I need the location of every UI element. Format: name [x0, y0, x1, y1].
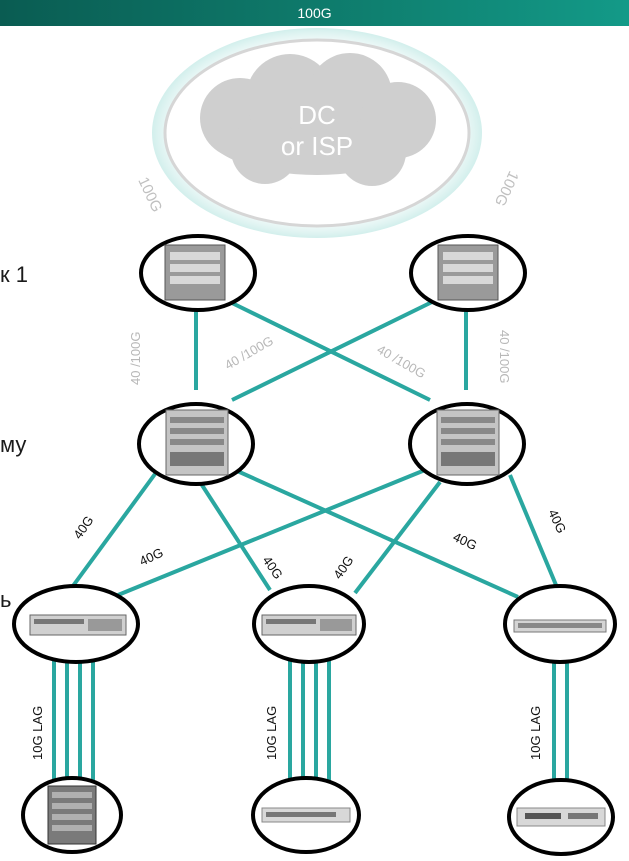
- access-switch-right: [503, 584, 617, 664]
- side-text-line3: ь: [0, 587, 12, 612]
- label-lag-right: 10G LAG: [528, 706, 543, 760]
- label-lag-left: 10G LAG: [30, 706, 45, 760]
- cloud-icon: [200, 53, 436, 186]
- link-dist-right-acc-mid: [353, 480, 442, 595]
- dist-switch-left: [137, 402, 255, 486]
- label-dist-acc-4: 40G: [330, 553, 356, 582]
- edge-switch-mid: [251, 776, 361, 854]
- links: [68, 300, 558, 599]
- label-dist-acc-5: 40G: [451, 529, 480, 553]
- access-switch-left: [12, 584, 140, 664]
- link-core-right-dist-left: [231, 300, 433, 402]
- link-dist-right-acc-left: [117, 468, 426, 597]
- link-dist-right-acc-right: [508, 474, 558, 586]
- cloud-group: [152, 28, 482, 238]
- dist-switch-right: [408, 402, 526, 486]
- label-cloud-right: 100G: [491, 168, 522, 208]
- label-dist-acc-2: 40G: [137, 545, 166, 569]
- devices: [12, 234, 617, 856]
- label-core-right-vertical: 40 /100G: [497, 330, 512, 384]
- link-dist-left-acc-right: [234, 468, 519, 599]
- access-switch-mid: [252, 584, 366, 664]
- label-core-left-vertical: 40 /100G: [128, 332, 143, 386]
- label-dist-acc-1: 40G: [70, 513, 96, 542]
- label-dist-acc-6: 40G: [545, 507, 569, 536]
- label-lag-mid: 10G LAG: [264, 706, 279, 760]
- link-dist-left-acc-left: [68, 472, 157, 592]
- edge-switch-right: [507, 778, 615, 856]
- side-text-line1: к 1: [0, 262, 28, 287]
- edge-switch-left: [21, 776, 123, 854]
- core-switch-left: [139, 234, 257, 312]
- cloud-label-line2: or ISP: [280, 131, 354, 161]
- side-text-line2: му: [0, 432, 27, 457]
- cloud-label: DC or ISP: [262, 100, 372, 162]
- lag-bundles: [52, 660, 569, 786]
- core-switch-right: [409, 234, 527, 312]
- link-dist-left-acc-mid: [198, 480, 272, 592]
- label-cloud-left: 100G: [134, 175, 165, 215]
- cloud-label-line1: DC: [298, 100, 336, 130]
- header-label: 100G: [297, 5, 332, 21]
- header-bar: 100G: [0, 0, 629, 26]
- label-cross-left: 40 /100G: [222, 333, 276, 373]
